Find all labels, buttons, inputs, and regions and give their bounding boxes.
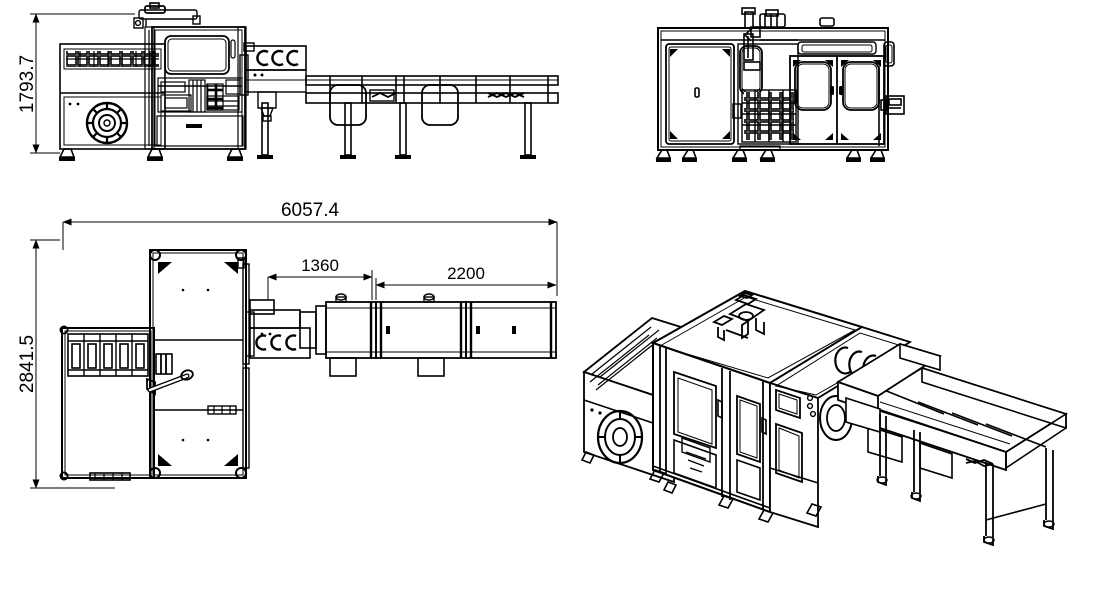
iso-conveyor <box>835 342 1069 547</box>
conveyor-legs <box>340 102 536 159</box>
plan-conveyor <box>299 293 557 377</box>
dimension-depth-2841 <box>30 239 115 489</box>
dimension-1360 <box>267 270 373 300</box>
iso-conveyor-legs <box>876 414 1055 547</box>
side-door-left <box>665 43 735 145</box>
dimension-text-height: 1793.7 <box>17 55 38 113</box>
dimension-text-overall-length: 6057.4 <box>281 200 340 221</box>
plan-main-frame <box>149 249 247 479</box>
internal-mechanism <box>157 77 243 113</box>
machine-feet <box>58 148 244 161</box>
top-gantry <box>133 2 201 29</box>
hmi-screen <box>164 35 236 75</box>
dimension-2200 <box>375 278 557 300</box>
dimension-height-1793 <box>30 13 135 154</box>
plan-transfer-arm <box>146 353 194 396</box>
side-feet <box>655 145 886 162</box>
iso-center-enclosure <box>648 289 865 523</box>
machine-main-frame <box>133 2 247 150</box>
view-front-elevation <box>30 2 559 161</box>
side-top-assembly <box>741 7 835 71</box>
dimension-text-1360: 1360 <box>301 256 339 275</box>
conveyor-drive-hatch <box>371 91 525 99</box>
iso-rotary-reel <box>596 409 644 465</box>
conveyor-elevation <box>257 75 559 159</box>
side-right-attachment <box>878 41 905 146</box>
view-plan <box>30 218 558 489</box>
plan-right-rail <box>237 257 250 469</box>
view-isometric <box>580 289 1069 547</box>
side-center-column <box>732 43 799 145</box>
iso-right-enclosure <box>767 326 913 529</box>
transfer-head <box>239 42 307 122</box>
dimension-text-depth: 2841.5 <box>17 335 38 393</box>
view-side-elevation <box>655 7 905 162</box>
rotary-reel <box>85 101 129 145</box>
dimension-text-2200: 2200 <box>447 264 485 283</box>
conveyor-product-box <box>329 84 459 126</box>
plan-transfer-head <box>245 299 311 359</box>
plan-left-cabinet <box>59 325 155 481</box>
iso-top-gantry <box>711 292 766 342</box>
machine-left-cabinet <box>59 43 166 150</box>
drop-chute <box>257 91 277 122</box>
dimension-length-6057 <box>62 218 558 296</box>
side-doors-right <box>789 55 885 145</box>
